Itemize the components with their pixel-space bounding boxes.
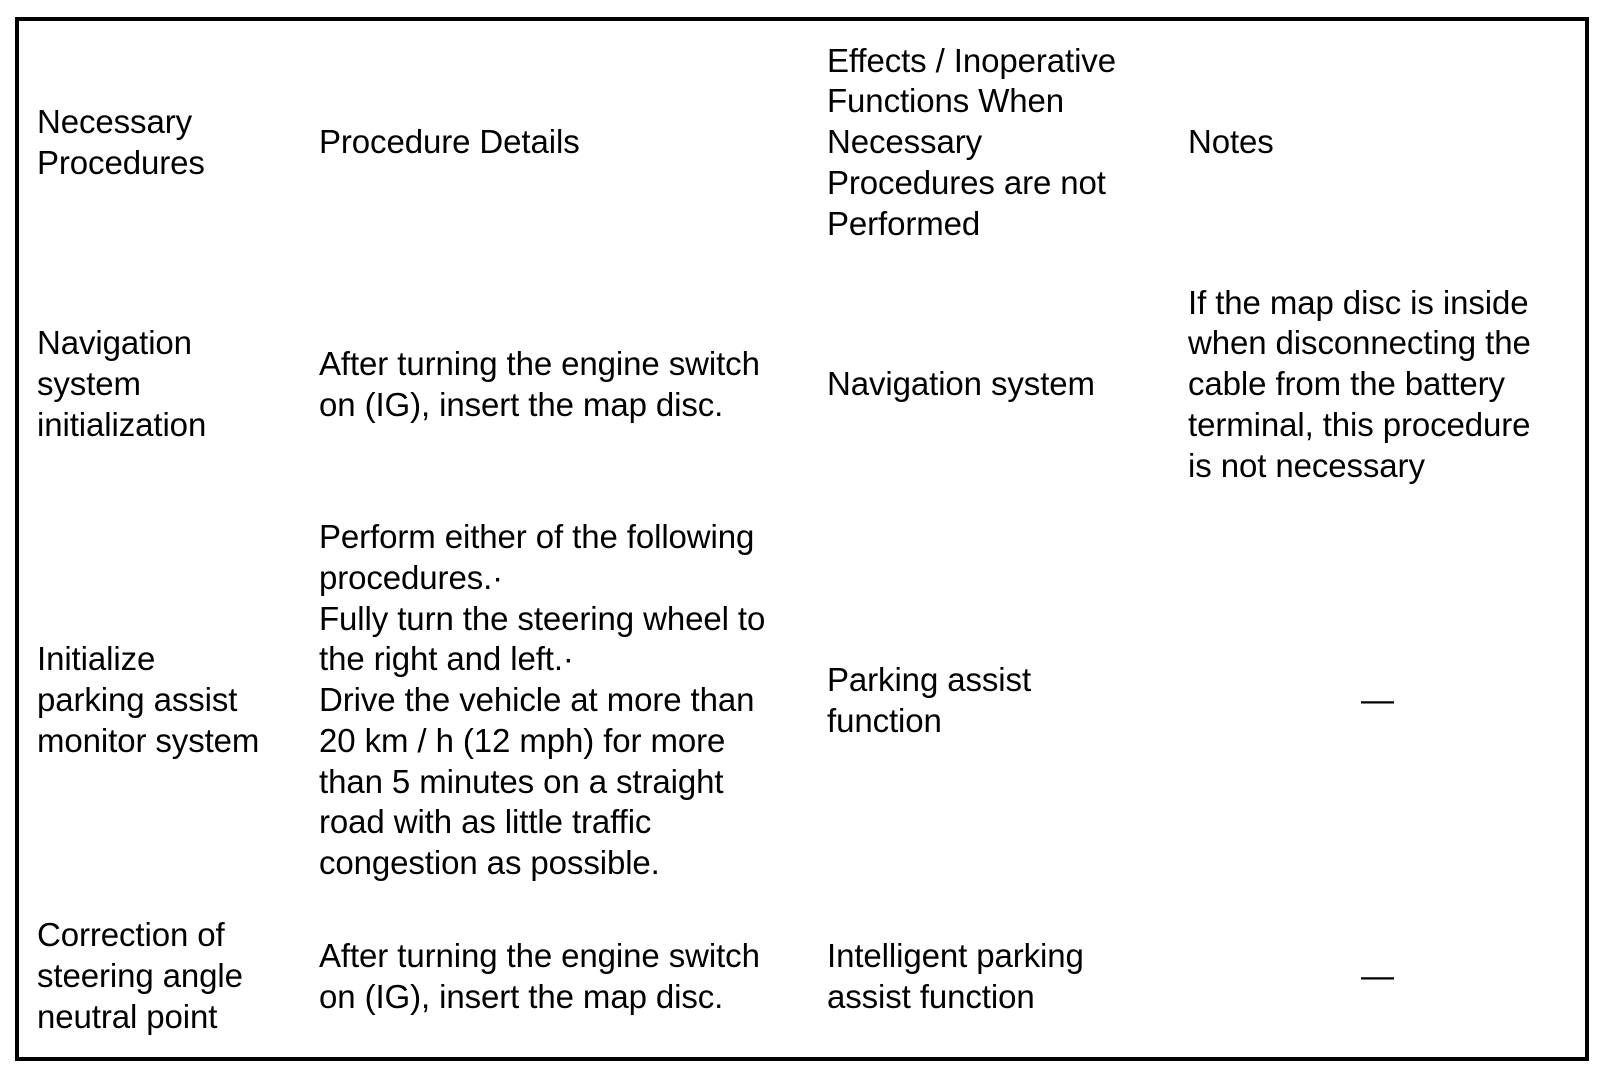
row-0-procedure-details: After turning the engine switch on (IG),…: [319, 344, 760, 423]
necessary-procedures-table: Necessary Procedures Procedure Details E…: [15, 17, 1589, 1061]
cell-effects: Parking assist function: [809, 505, 1170, 896]
header-cell-effects: Effects / Inoperative Functions When Nec…: [809, 19, 1170, 264]
header-cell-necessary-procedures: Necessary Procedures: [17, 19, 301, 264]
cell-notes: —: [1170, 505, 1587, 896]
cell-notes: If the map disc is inside when disconnec…: [1170, 264, 1587, 505]
row-0-effects: Navigation system: [827, 365, 1095, 403]
row-2-procedure-details: After turning the engine switch on (IG),…: [319, 936, 760, 1015]
row-2-effects: Intelligent parking assist function: [827, 936, 1084, 1015]
row-0-necessary-procedures: Navigation system initialization: [37, 324, 207, 443]
cell-effects: Intelligent parking assist function: [809, 896, 1170, 1059]
header-label-notes: Notes: [1188, 123, 1274, 161]
cell-effects: Navigation system: [809, 264, 1170, 505]
header-label-necessary-procedures: Necessary Procedures: [37, 102, 205, 181]
row-2-necessary-procedures: Correction of steering angle neutral poi…: [37, 916, 243, 1035]
row-2-notes: —: [1361, 957, 1394, 995]
cell-necessary-procedures: Navigation system initialization: [17, 264, 301, 505]
cell-procedure-details: After turning the engine switch on (IG),…: [301, 896, 809, 1059]
row-0-notes: If the map disc is inside when disconnec…: [1188, 283, 1531, 484]
table-row: Initialize parking assist monitor system…: [17, 505, 1587, 896]
header-label-effects: Effects / Inoperative Functions When Nec…: [827, 41, 1116, 242]
row-1-effects: Parking assist function: [827, 660, 1032, 739]
header-cell-notes: Notes: [1170, 19, 1587, 264]
table-row: Correction of steering angle neutral poi…: [17, 896, 1587, 1059]
header-label-procedure-details: Procedure Details: [319, 123, 580, 161]
table-row: Navigation system initialization After t…: [17, 264, 1587, 505]
cell-procedure-details: After turning the engine switch on (IG),…: [301, 264, 809, 505]
cell-notes: —: [1170, 896, 1587, 1059]
cell-procedure-details: Perform either of the following procedur…: [301, 505, 809, 896]
cell-necessary-procedures: Initialize parking assist monitor system: [17, 505, 301, 896]
table-header-row: Necessary Procedures Procedure Details E…: [17, 19, 1587, 264]
row-1-procedure-details: Perform either of the following procedur…: [319, 518, 766, 882]
row-1-necessary-procedures: Initialize parking assist monitor system: [37, 640, 260, 759]
header-cell-procedure-details: Procedure Details: [301, 19, 809, 264]
row-1-notes: —: [1361, 681, 1394, 719]
cell-necessary-procedures: Correction of steering angle neutral poi…: [17, 896, 301, 1059]
